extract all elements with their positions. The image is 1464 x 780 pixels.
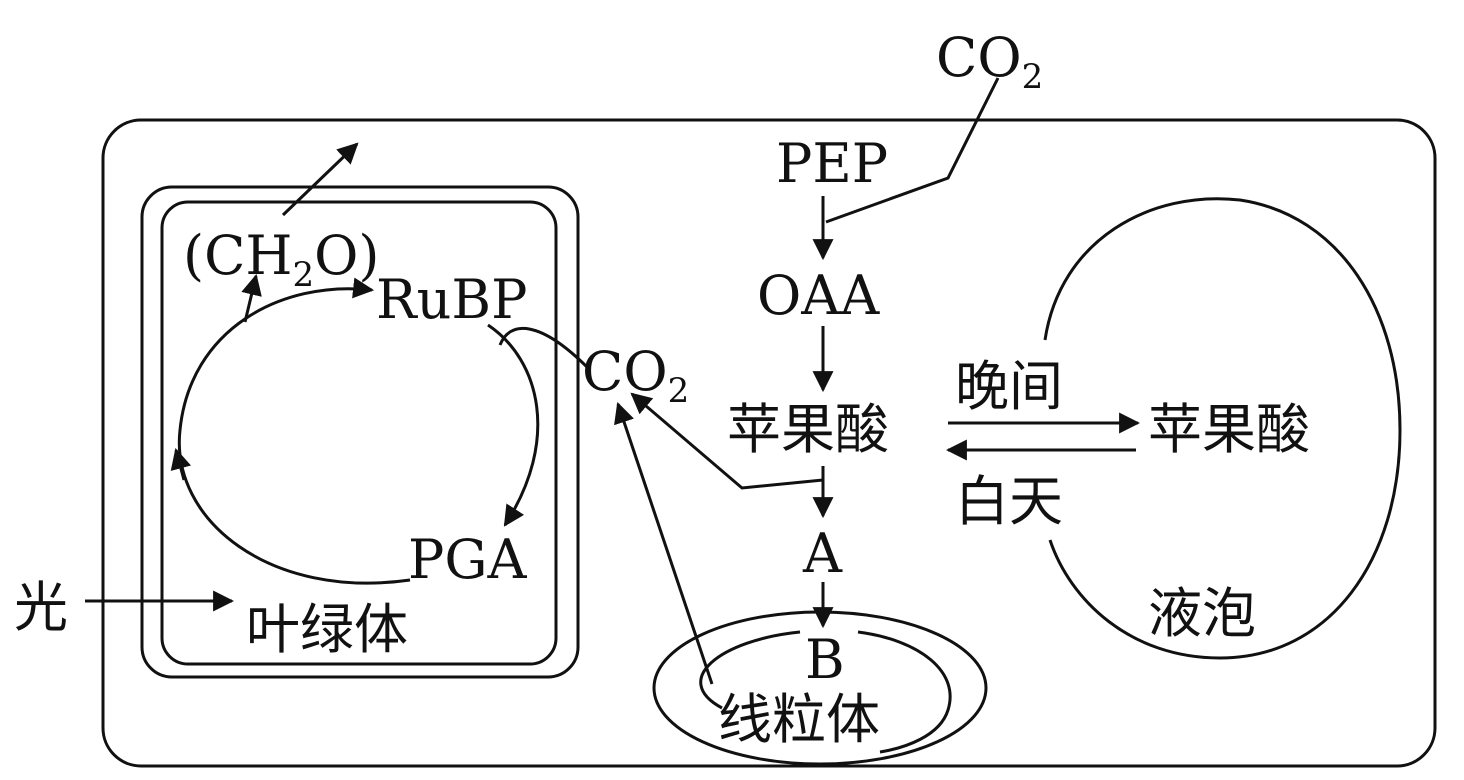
ch2o-export-arrow bbox=[281, 142, 359, 217]
mitochondrion-release-co2-arrow bbox=[614, 402, 714, 685]
calvin-arc-left bbox=[177, 277, 411, 585]
vacuole-label: 液泡 bbox=[1148, 582, 1256, 645]
ch2o-label: (CH2O) bbox=[183, 224, 379, 295]
calvin-arc-right bbox=[487, 323, 540, 527]
co2-uptake-line bbox=[825, 77, 1000, 224]
cycle-arrow-left-marker bbox=[170, 447, 192, 481]
malate-vacuole-label: 苹果酸 bbox=[1148, 398, 1310, 461]
day-label: 白天 bbox=[955, 470, 1063, 533]
a-label: A bbox=[802, 522, 843, 585]
rubp-label: RuBP bbox=[376, 268, 527, 331]
mitochondrion-label: 线粒体 bbox=[718, 688, 880, 751]
light-label: 光 bbox=[14, 576, 68, 639]
malate-cytosol-label: 苹果酸 bbox=[727, 398, 889, 461]
night-label: 晚间 bbox=[955, 355, 1063, 418]
oaa-label: OAA bbox=[757, 264, 880, 327]
co2-chloroplast-label: CO2 bbox=[582, 340, 689, 411]
vacuole-membrane-top bbox=[1043, 197, 1402, 660]
cell-outline bbox=[101, 118, 1437, 768]
co2-into-calvin-line bbox=[498, 326, 590, 370]
co2-atmosphere-label: CO2 bbox=[936, 26, 1043, 97]
chloroplast-outer-membrane bbox=[140, 185, 580, 679]
malate-release-co2-arrow bbox=[630, 392, 824, 490]
mitochondrion-inner-membrane bbox=[699, 630, 952, 754]
chloroplast-inner-membrane bbox=[160, 200, 558, 666]
b-label: B bbox=[805, 628, 845, 691]
cycle-to-ch2o-arrow bbox=[241, 273, 262, 323]
pep-label: PEP bbox=[776, 132, 888, 195]
chloroplast-label: 叶绿体 bbox=[246, 598, 408, 661]
pga-label: PGA bbox=[408, 528, 527, 591]
